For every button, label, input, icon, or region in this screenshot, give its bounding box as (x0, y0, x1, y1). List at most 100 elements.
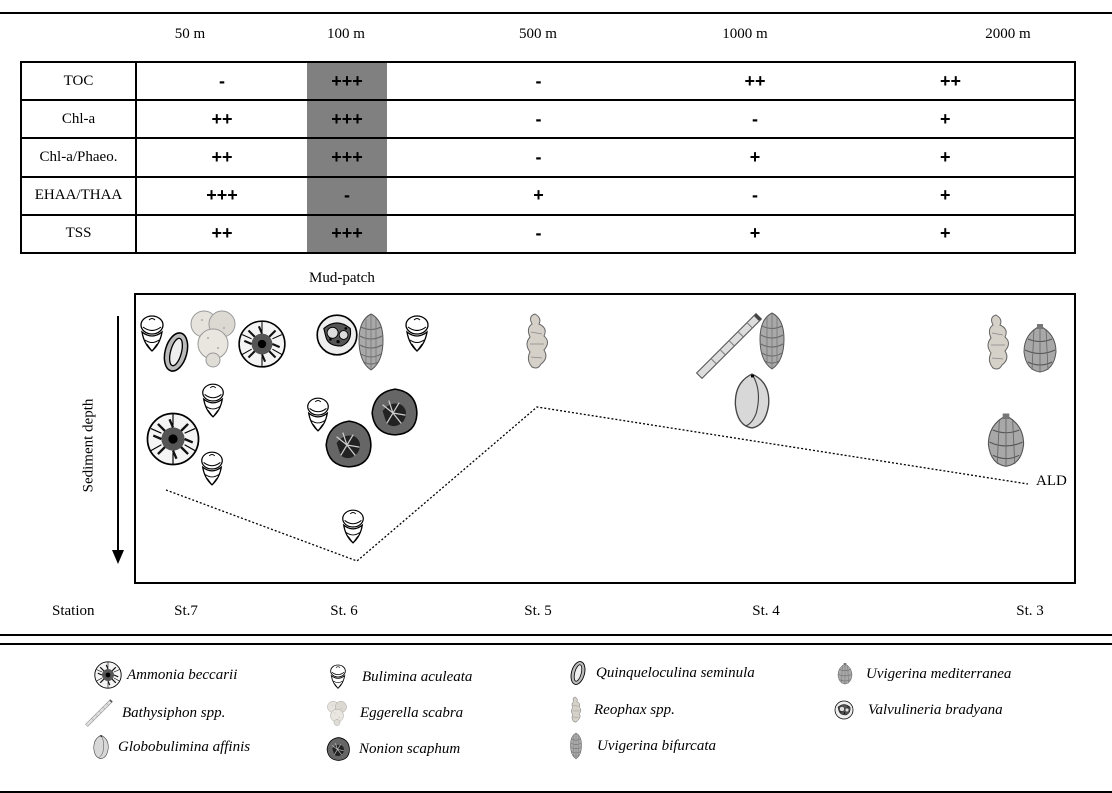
legend-valvulineria: Valvulineria bradyana (834, 700, 1003, 720)
parameter-table: TOC - +++ - ++ ++ Chl-a ++ +++ - - + Chl… (20, 60, 1076, 255)
legend-ammonia: Ammonia beccarii (93, 660, 237, 690)
nonion-icon (368, 386, 420, 438)
param-value: +++ (307, 137, 387, 178)
legend-bulimina: Bulimina aculeata (328, 663, 472, 691)
valvulineria-icon (315, 313, 359, 357)
diagram-frame (0, 12, 1112, 636)
quinqueloculina-icon (570, 660, 586, 686)
legend-uvigerina-mediterranea: Uvigerina mediterranea (836, 663, 1011, 685)
param-value: + (820, 137, 1076, 178)
param-value: +++ (307, 60, 387, 102)
quinqueloculina-icon (163, 330, 189, 374)
param-value: +++ (307, 213, 387, 255)
ald-label: ALD (1036, 473, 1067, 489)
uvigerina-bifurcata-icon (569, 732, 583, 760)
legend-eggerella: Eggerella scabra (326, 700, 463, 726)
bulimina-icon (328, 663, 348, 691)
param-label: Chl-a (20, 99, 137, 140)
param-value: ++ (136, 99, 307, 140)
param-value: +++ (136, 175, 307, 216)
sediment-box (134, 293, 1076, 584)
reophax-icon (522, 312, 552, 372)
legend-label: Eggerella scabra (360, 704, 464, 721)
legend-label: Quinqueloculina seminula (596, 664, 755, 681)
param-label: EHAA/THAA (20, 175, 137, 216)
station-label: Station (52, 603, 95, 619)
legend-label: Ammonia beccarii (127, 666, 238, 683)
legend-label: Reophax spp. (594, 701, 675, 718)
param-value: - (387, 213, 690, 255)
legend-label: Bulimina aculeata (362, 668, 473, 685)
station-st6: St. 6 (330, 603, 358, 619)
legend-label: Uvigerina bifurcata (597, 737, 717, 754)
param-value: + (820, 99, 1076, 140)
legend-reophax: Reophax spp. (568, 696, 675, 724)
uvigerina-bifurcata-icon (757, 310, 787, 372)
param-value: - (690, 175, 820, 216)
depth-header-50: 50 m (174, 26, 206, 42)
eggerella-icon (188, 308, 238, 368)
param-value: + (690, 213, 820, 255)
depth-header-2000: 2000 m (985, 26, 1031, 42)
param-value: +++ (307, 99, 387, 140)
legend-label: Nonion scaphum (359, 740, 461, 757)
bulimina-icon (402, 314, 432, 354)
param-value: - (387, 137, 690, 178)
ammonia-icon (144, 410, 202, 468)
legend-label: Globobulimina affinis (118, 738, 251, 755)
bulimina-icon (198, 450, 226, 488)
legend-label: Bathysiphon spp. (122, 704, 226, 721)
param-value: ++ (136, 137, 307, 178)
station-st7: St.7 (174, 603, 198, 619)
param-value: ++ (136, 213, 307, 255)
param-value: + (820, 175, 1076, 216)
reophax-icon (983, 313, 1013, 373)
legend-globobulimina: Globobulimina affinis (92, 734, 250, 760)
uvigerina-mediterranea-icon (984, 413, 1028, 469)
globobulimina-icon (731, 372, 773, 430)
nonion-icon (322, 418, 374, 470)
nonion-icon (325, 736, 351, 762)
station-st5: St. 5 (524, 603, 552, 619)
param-value: - (387, 60, 690, 102)
globobulimina-icon (92, 734, 110, 760)
param-value: - (136, 60, 307, 102)
param-value: + (690, 137, 820, 178)
bulimina-icon (199, 382, 227, 420)
legend-nonion: Nonion scaphum (325, 736, 460, 762)
legend-label: Valvulineria bradyana (868, 701, 1003, 718)
legend-bathysiphon: Bathysiphon spp. (84, 698, 225, 728)
depth-header-100: 100 m (327, 26, 365, 42)
mud-patch-label: Mud-patch (309, 270, 375, 286)
table-row-tss: TSS ++ +++ - + + (20, 213, 1076, 255)
param-value: ++ (820, 60, 1076, 102)
bulimina-icon (339, 508, 367, 546)
legend-label: Uvigerina mediterranea (866, 665, 1012, 682)
param-value: - (307, 175, 387, 216)
ammonia-icon (236, 318, 288, 370)
param-value: ++ (690, 60, 820, 102)
legend-quinqueloculina: Quinqueloculina seminula (570, 660, 755, 686)
param-label: Chl-a/Phaeo. (20, 137, 137, 178)
param-value: - (387, 99, 690, 140)
station-st3: St. 3 (1016, 603, 1044, 619)
param-label: TOC (20, 60, 137, 102)
param-value: + (820, 213, 1076, 255)
uvigerina-mediterranea-icon (1020, 324, 1060, 374)
valvulineria-icon (834, 700, 854, 720)
table-row-chla-phaeo: Chl-a/Phaeo. ++ +++ - + + (20, 137, 1076, 178)
param-value: + (387, 175, 690, 216)
legend-uvigerina-bifurcata: Uvigerina bifurcata (569, 732, 716, 760)
uvigerina-mediterranea-icon (836, 663, 854, 685)
table-row-toc: TOC - +++ - ++ ++ (20, 60, 1076, 102)
station-st4: St. 4 (752, 603, 780, 619)
reophax-icon (568, 696, 584, 724)
eggerella-icon (326, 700, 348, 726)
bathysiphon-icon (84, 698, 114, 728)
uvigerina-bifurcata-icon (356, 312, 386, 372)
table-row-chla: Chl-a ++ +++ - - + (20, 99, 1076, 140)
param-label: TSS (20, 213, 137, 255)
ammonia-icon (93, 660, 123, 690)
param-value: - (690, 99, 820, 140)
